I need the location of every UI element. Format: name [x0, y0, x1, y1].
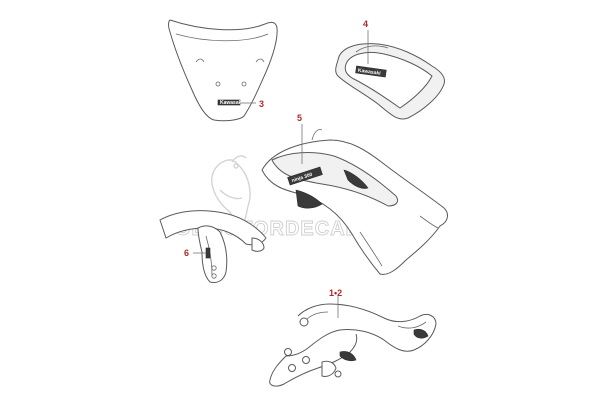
callout-4: 4 — [363, 19, 368, 29]
windscreen-decal-text: Kawasaki — [220, 100, 243, 106]
windscreen-decal — [217, 99, 241, 106]
seat-cowl-decal — [355, 65, 387, 78]
callout-1-2: 1•2 — [329, 288, 342, 298]
callout-3: 3 — [259, 99, 264, 109]
seat-cowl-decal-text: Kawasaki — [358, 68, 382, 77]
front-fender-part — [159, 210, 267, 283]
seat-cowl-part: Kawasaki — [335, 43, 445, 120]
fender-decal — [205, 247, 211, 259]
fairing-decal — [287, 166, 323, 186]
side-fairing-part: ninja 300 — [261, 129, 448, 275]
callout-6: 6 — [184, 248, 189, 258]
lower-bracket-part — [269, 303, 437, 387]
windscreen-part: Kawasaki — [168, 19, 278, 122]
callout-5: 5 — [297, 113, 302, 123]
